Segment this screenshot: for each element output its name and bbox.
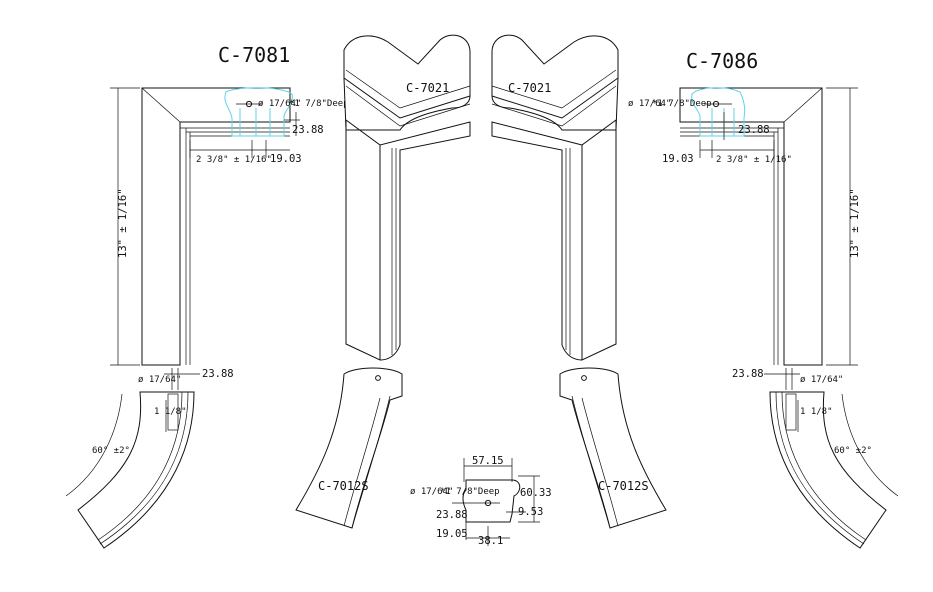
- left-curve-part-hole: [375, 375, 381, 381]
- left-cap-band-b: [345, 69, 471, 109]
- left-dim-top-right: 23.88: [292, 124, 324, 136]
- right-cap-part-number: C-7021: [508, 81, 551, 95]
- right-angle-dim: 60° ±2°: [834, 446, 872, 456]
- left-cap-assembly: C-7021 C-7012S: [295, 34, 471, 529]
- right-rail-miter: [783, 87, 823, 123]
- profile-bottom-dim: 38.1: [478, 535, 503, 547]
- profile-right-dim: 9.53: [518, 506, 543, 518]
- right-curve-edge-a: [781, 391, 867, 541]
- left-cap-band-a: [343, 77, 471, 119]
- right-cap-band-a: [491, 77, 619, 119]
- profile-top-dim: 57.15: [472, 455, 504, 467]
- right-post-side: [491, 121, 583, 361]
- left-bottom-hole-dim: ø 17/64": [138, 375, 181, 385]
- left-curve-slot: [167, 393, 179, 431]
- left-cap-part-number: C-7021: [406, 81, 449, 95]
- profile-bottom-left-dim: 19.05: [436, 528, 468, 540]
- right-rail-assembly: C-7086 ø 17/64" *1 7/8"Deep 23.88 19.03 …: [628, 49, 899, 549]
- profile-section: 57.15 60.33 ø 17/64" *1 7/8"Deep 23.88 9…: [410, 455, 552, 547]
- left-curve-part-edge-a: [343, 397, 381, 527]
- left-angle-dim: 60° ±2°: [92, 446, 130, 456]
- right-height-dim: 13" ± 1/16": [849, 188, 861, 258]
- left-deep-dim: *1 7/8"Deep: [289, 99, 349, 109]
- right-curve-part: [559, 367, 667, 529]
- profile-deep-dim: *1 7/8"Deep: [440, 487, 500, 497]
- left-rail-assembly: C-7081 13" ± 1/16" ø 17/64" *1 7/8"Deep …: [65, 43, 349, 549]
- left-rail-profile-section: [224, 87, 293, 137]
- right-hole-dim: ø 17/64": [628, 99, 671, 109]
- right-curve-part-hole: [581, 375, 587, 381]
- right-rail-part-number: C-7086: [686, 49, 758, 73]
- left-bottom-dim: 23.88: [202, 368, 234, 380]
- right-rail-profile-section: [691, 87, 746, 137]
- right-cap-band-c: [491, 85, 617, 127]
- right-dim-top-right: 23.88: [738, 124, 770, 136]
- right-curve-part-edge-b: [571, 395, 611, 529]
- left-hole-dim: ø 17/64": [258, 99, 301, 109]
- left-rail-miter: [141, 87, 181, 123]
- profile-left-dim: 23.88: [436, 509, 468, 521]
- right-bottom-depth-dim: 1 1/8": [800, 407, 833, 417]
- profile-outline: [462, 479, 521, 523]
- left-rail-part-number: C-7081: [218, 43, 290, 67]
- left-rail-outline: [141, 87, 291, 366]
- left-post-side: [379, 121, 471, 361]
- left-angle-arc: [65, 393, 123, 497]
- profile-height-dim: 60.33: [520, 487, 552, 499]
- left-curve-part: [295, 367, 403, 529]
- right-cap-assembly: C-7021 C-7012S: [491, 34, 667, 529]
- right-cap-band-b: [491, 69, 617, 109]
- right-curve-slot: [785, 393, 797, 431]
- right-curve-part-number: C-7012S: [598, 479, 649, 493]
- left-width-dim: 2 3/8" ± 1/16": [196, 155, 272, 165]
- left-bottom-depth-dim: 1 1/8": [154, 407, 187, 417]
- right-deep-dim: *1 7/8"Deep: [652, 99, 712, 109]
- left-cap-band-c: [345, 85, 471, 127]
- profile-hole-dim: ø 17/64": [410, 487, 453, 497]
- left-curve-part-number: C-7012S: [318, 479, 369, 493]
- right-bottom-hole-dim: ø 17/64": [800, 375, 843, 385]
- right-post-front: [581, 119, 617, 361]
- right-angle-arc: [841, 393, 899, 497]
- left-curve-edge-a: [97, 391, 183, 541]
- left-post-front: [345, 119, 381, 361]
- right-width-dim: 2 3/8" ± 1/16": [716, 155, 792, 165]
- left-curve-part-edge-b: [351, 395, 391, 529]
- left-curve-edge-b: [99, 391, 189, 545]
- right-curve-part-edge-a: [581, 397, 619, 527]
- left-height-dim: 13" ± 1/16": [117, 188, 129, 258]
- right-offset-dim: 19.03: [662, 153, 694, 165]
- right-curve-rail: [769, 391, 887, 549]
- left-curve-rail: [77, 391, 195, 549]
- left-offset-dim: 19.03: [270, 153, 302, 165]
- right-curve-edge-b: [775, 391, 865, 545]
- right-bottom-dim: 23.88: [732, 368, 764, 380]
